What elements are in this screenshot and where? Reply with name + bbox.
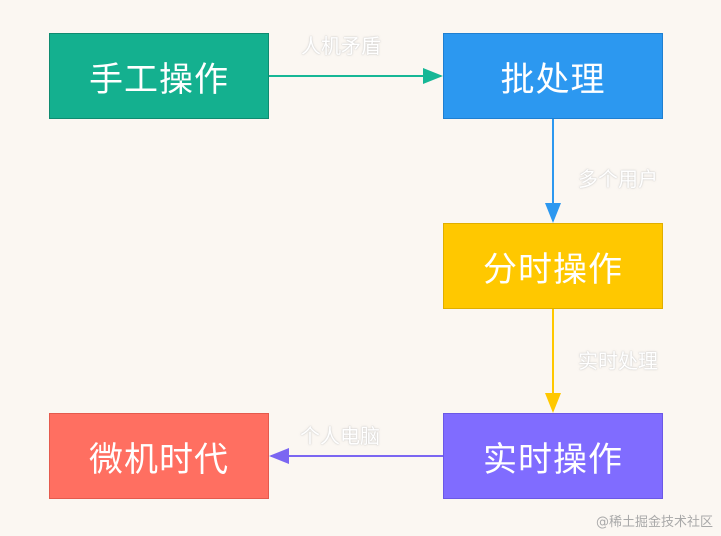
edge-label-multiple-users: 多个用户 <box>578 167 658 191</box>
node-manual-operation: 手工操作 <box>49 33 269 119</box>
node-label: 手工操作 <box>89 59 229 100</box>
node-label: 批处理 <box>500 59 606 100</box>
node-microcomputer-era: 微机时代 <box>49 413 269 499</box>
edge-label-real-time-processing: 实时处理 <box>578 349 658 373</box>
node-label: 实时操作 <box>483 439 623 480</box>
node-label: 分时操作 <box>483 249 623 290</box>
node-batch-processing: 批处理 <box>443 33 663 119</box>
watermark: @稀土掘金技术社区 <box>595 515 713 530</box>
node-time-sharing: 分时操作 <box>443 223 663 309</box>
node-real-time: 实时操作 <box>443 413 663 499</box>
edge-label-human-machine-conflict: 人机矛盾 <box>301 34 381 58</box>
edge-label-personal-computer: 个人电脑 <box>300 424 380 448</box>
node-label: 微机时代 <box>89 439 229 480</box>
